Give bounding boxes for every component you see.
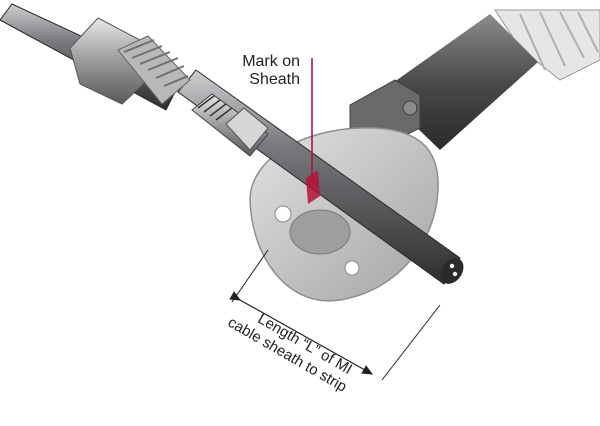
cable-gland [69, 17, 269, 157]
gland-thread [117, 35, 191, 105]
cable-end-face [440, 258, 464, 284]
conductor-icon [449, 263, 455, 269]
flange-hole-icon [274, 205, 292, 223]
conductor-icon [452, 271, 458, 277]
length-dimension [229, 249, 441, 381]
flange-bore [289, 209, 351, 255]
dimension-extension-left [231, 249, 269, 303]
knurl-lines [197, 95, 233, 121]
tool-handle-grip-ridges [519, 11, 599, 71]
dimension-extension-right [381, 304, 441, 381]
gland-thread-lines [123, 39, 189, 87]
flange-hole-icon [344, 260, 360, 276]
mark-band [306, 170, 320, 204]
dimension-arrow [229, 291, 374, 375]
ferrule [225, 107, 269, 151]
mark-label-line2: Sheath [249, 71, 300, 88]
mark-label-line1: Mark on [242, 53, 300, 70]
collar-screw-icon [402, 100, 418, 116]
sheath-mark [306, 58, 320, 204]
